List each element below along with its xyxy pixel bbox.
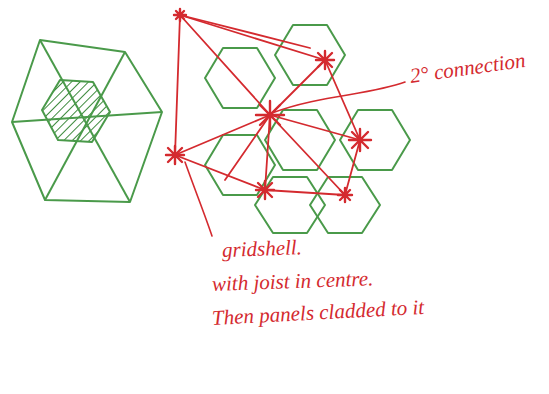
note-text: Then panels cladded to it [211, 295, 424, 330]
connection-stars [166, 9, 371, 202]
note-text: with joist in centre. [212, 266, 374, 296]
hex-module [12, 40, 162, 202]
leader-lines [185, 82, 405, 236]
note-text: gridshell. [222, 235, 303, 262]
gridshell-members [175, 15, 360, 195]
callout-note: 2° connection [408, 46, 542, 88]
